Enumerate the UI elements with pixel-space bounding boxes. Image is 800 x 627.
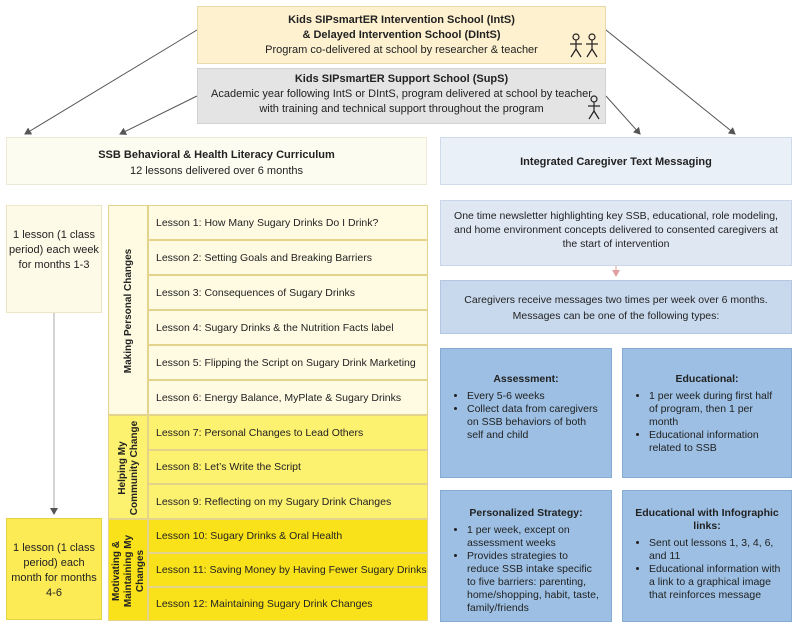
newsletter-box: One time newsletter highlighting key SSB…	[440, 200, 792, 266]
schedule-months-4-6: 1 lesson (1 class period) each month for…	[6, 518, 102, 620]
personalized-title: Personalized Strategy:	[469, 507, 583, 519]
lesson-row: Lesson 6: Energy Balance, MyPlate & Suga…	[148, 380, 428, 415]
assessment-box: Assessment: Every 5-6 weeks Collect data…	[440, 348, 612, 478]
educational-box: Educational: 1 per week during first hal…	[622, 348, 792, 478]
infographic-box: Educational with Infographic links: Sent…	[622, 490, 792, 622]
list-item: 1 per week, except on assessment weeks	[467, 524, 601, 550]
group-maintain: Motivating & Maintaining My Changes	[108, 519, 148, 621]
list-item: Educational information related to SSB	[649, 429, 781, 455]
group-maintain-line1: Motivating &	[111, 541, 122, 601]
schedule-months-1-3-text: 1 lesson (1 class period) each week for …	[9, 229, 99, 271]
list-item: Every 5-6 weeks	[467, 390, 601, 403]
educational-list: 1 per week during first half of program,…	[633, 390, 781, 455]
lesson-row: Lesson 1: How Many Sugary Drinks Do I Dr…	[148, 205, 428, 240]
list-item: Educational information with a link to a…	[649, 563, 781, 602]
lesson-row: Lesson 8: Let’s Write the Script	[148, 450, 428, 484]
personalized-list: 1 per week, except on assessment weeks P…	[451, 524, 601, 615]
list-item: Collect data from caregivers on SSB beha…	[467, 403, 601, 442]
lesson-row: Lesson 12: Maintaining Sugary Drink Chan…	[148, 587, 428, 621]
intervention-title-line1: Kids SIPsmartER Intervention School (Int…	[288, 14, 515, 26]
curriculum-subtitle: 12 lessons delivered over 6 months	[129, 165, 304, 177]
arrow-intervention-to-curriculum	[24, 29, 198, 135]
list-item: 1 per week during first half of program,…	[649, 390, 781, 429]
personalized-strategy-box: Personalized Strategy: 1 per week, excep…	[440, 490, 612, 622]
two-people-icon	[570, 33, 598, 58]
arrow-intervention-to-texting	[605, 29, 736, 135]
person-icon	[588, 95, 600, 120]
assessment-list: Every 5-6 weeks Collect data from caregi…	[451, 390, 601, 442]
support-description-line1: Academic year following IntS or DIntS, p…	[211, 88, 592, 100]
intervention-description: Program co-delivered at school by resear…	[265, 44, 538, 56]
group-maintain-line2: Maintaining My	[123, 534, 134, 608]
list-item: Provides strategies to reduce SSB intake…	[467, 550, 601, 615]
group-personal: Making Personal Changes	[108, 205, 148, 415]
lesson-row: Lesson 7: Personal Changes to Lead Other…	[148, 415, 428, 450]
group-community-line1: Helping My	[117, 441, 128, 495]
curriculum-header: SSB Behavioral & Health Literacy Curricu…	[6, 137, 427, 185]
group-maintain-line3: Changes	[135, 549, 146, 593]
newsletter-text: One time newsletter highlighting key SSB…	[454, 210, 778, 250]
lesson-row: Lesson 5: Flipping the Script on Sugary …	[148, 345, 428, 380]
lesson-row: Lesson 3: Consequences of Sugary Drinks	[148, 275, 428, 310]
lesson-row: Lesson 10: Sugary Drinks & Oral Health	[148, 519, 428, 553]
arrow-support-to-texting	[605, 95, 641, 135]
assessment-title: Assessment:	[493, 373, 559, 385]
lesson-row: Lesson 2: Setting Goals and Breaking Bar…	[148, 240, 428, 275]
support-school-box: Kids SIPsmartER Support School (SupS) Ac…	[197, 68, 606, 124]
schedule-months-4-6-text: 1 lesson (1 class period) each month for…	[11, 542, 97, 599]
arrow-support-to-curriculum	[119, 95, 198, 135]
lesson-row: Lesson 9: Reflecting on my Sugary Drink …	[148, 484, 428, 519]
message-frequency-box: Caregivers receive messages two times pe…	[440, 280, 792, 334]
frequency-line2: Messages can be one of the following typ…	[512, 310, 720, 322]
intervention-title-line2: & Delayed Intervention School (DIntS)	[302, 29, 501, 41]
group-personal-label: Making Personal Changes	[123, 248, 134, 374]
frequency-line1: Caregivers receive messages two times pe…	[464, 294, 768, 306]
group-community: Helping My Community Change	[108, 415, 148, 519]
infographic-title: Educational with Infographic links:	[635, 507, 779, 532]
schedule-months-1-3: 1 lesson (1 class period) each week for …	[6, 205, 102, 313]
infographic-list: Sent out lessons 1, 3, 4, 6, and 11 Educ…	[633, 537, 781, 602]
list-item: Sent out lessons 1, 3, 4, 6, and 11	[649, 537, 781, 563]
group-maintain-label: Motivating & Maintaining My Changes	[111, 520, 147, 622]
lesson-row: Lesson 11: Saving Money by Having Fewer …	[148, 553, 428, 587]
support-title: Kids SIPsmartER Support School (SupS)	[294, 73, 509, 85]
educational-title: Educational:	[675, 373, 739, 385]
curriculum-title: SSB Behavioral & Health Literacy Curricu…	[98, 149, 335, 161]
support-description-line2: with training and technical support thro…	[259, 103, 544, 115]
lesson-row: Lesson 4: Sugary Drinks & the Nutrition …	[148, 310, 428, 345]
intervention-school-box: Kids SIPsmartER Intervention School (Int…	[197, 6, 606, 64]
group-community-label: Helping My Community Change	[117, 416, 141, 520]
texting-header: Integrated Caregiver Text Messaging	[440, 137, 792, 185]
texting-title: Integrated Caregiver Text Messaging	[520, 156, 712, 168]
group-community-line2: Community Change	[129, 420, 140, 516]
